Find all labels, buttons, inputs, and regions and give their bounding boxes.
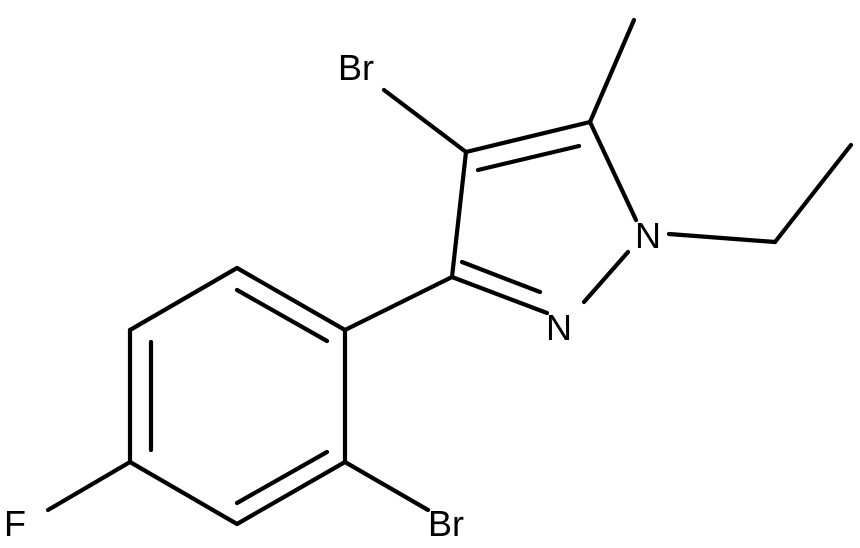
bond-c4-c5-inner	[475, 143, 582, 173]
bond-ar-f	[45, 459, 133, 513]
bond-ar-c6-c1-inner	[234, 287, 330, 344]
atom-label-n2: N	[546, 307, 572, 348]
atom-label-n1: N	[635, 215, 661, 256]
bond-c4-c5	[463, 119, 593, 155]
atom-label-fluorine: F	[4, 503, 26, 544]
bond-n1-n2	[581, 249, 631, 305]
bond-c3-aryl	[342, 274, 455, 333]
bond-c4-br	[381, 87, 469, 155]
bond-c5-n1	[587, 119, 639, 223]
bond-ar-c3-c4	[127, 459, 240, 527]
bond-ar-c2-c3-inner	[234, 449, 330, 506]
bond-c5-methyl	[587, 17, 637, 125]
bond-c3-c4	[449, 149, 469, 280]
bond-ar-c2-c3	[234, 459, 348, 527]
bond-ethyl-ch3	[772, 142, 854, 245]
atom-label-br-bottom: Br	[428, 503, 464, 544]
bond-n2-c3	[449, 274, 550, 316]
bond-n1-ethyl-ch2	[666, 231, 778, 245]
bond-ar-br	[342, 459, 431, 513]
bond-ar-c6-c1	[234, 265, 348, 333]
atom-label-br-top: Br	[338, 47, 374, 88]
bond-n2-c3-inner	[459, 259, 543, 295]
bond-ar-c5-c6	[127, 265, 240, 333]
